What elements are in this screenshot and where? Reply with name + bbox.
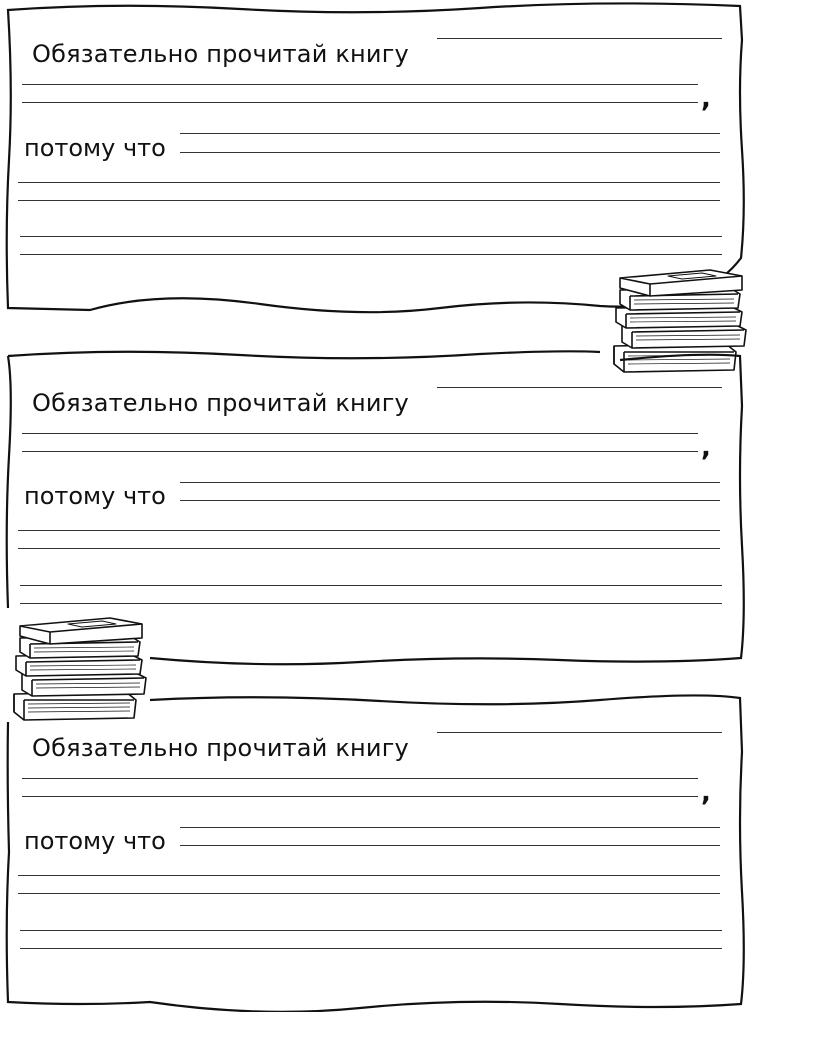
recommendation-card-1: Обязательно прочитай книгу , потому что <box>0 0 760 320</box>
card-title: Обязательно прочитай книгу <box>32 40 409 68</box>
because-label: потому что <box>24 482 166 510</box>
write-line[interactable] <box>180 827 720 828</box>
write-line[interactable] <box>180 152 720 153</box>
write-line[interactable] <box>437 38 722 39</box>
write-line[interactable] <box>20 948 722 949</box>
write-line[interactable] <box>22 84 698 85</box>
write-line[interactable] <box>180 500 720 501</box>
because-label: потому что <box>24 134 166 162</box>
write-line[interactable] <box>22 796 698 797</box>
card-title: Обязательно прочитай книгу <box>32 734 409 762</box>
write-line[interactable] <box>18 893 720 894</box>
write-line[interactable] <box>22 102 698 103</box>
comma: , <box>701 778 711 808</box>
write-line[interactable] <box>22 451 698 452</box>
write-line[interactable] <box>18 200 720 201</box>
wavy-frame <box>5 350 745 666</box>
write-line[interactable] <box>180 133 720 134</box>
books-stack-icon <box>613 269 747 373</box>
write-line[interactable] <box>18 875 720 876</box>
write-line[interactable] <box>22 433 698 434</box>
write-line[interactable] <box>20 254 722 255</box>
books-stack-icon <box>13 617 147 721</box>
write-line[interactable] <box>20 603 722 604</box>
card-title: Обязательно прочитай книгу <box>32 389 409 417</box>
comma: , <box>701 84 711 114</box>
write-line[interactable] <box>18 548 720 549</box>
wavy-frame <box>5 694 745 1012</box>
write-line[interactable] <box>437 732 722 733</box>
write-line[interactable] <box>20 236 722 237</box>
write-line[interactable] <box>437 387 722 388</box>
write-line[interactable] <box>22 778 698 779</box>
because-label: потому что <box>24 827 166 855</box>
comma: , <box>701 433 711 463</box>
write-line[interactable] <box>18 530 720 531</box>
write-line[interactable] <box>180 482 720 483</box>
write-line[interactable] <box>20 585 722 586</box>
write-line[interactable] <box>180 845 720 846</box>
recommendation-card-3: Обязательно прочитай книгу , потому что <box>0 692 760 1012</box>
recommendation-card-2: Обязательно прочитай книгу , потому что <box>0 346 760 666</box>
write-line[interactable] <box>20 930 722 931</box>
write-line[interactable] <box>18 182 720 183</box>
